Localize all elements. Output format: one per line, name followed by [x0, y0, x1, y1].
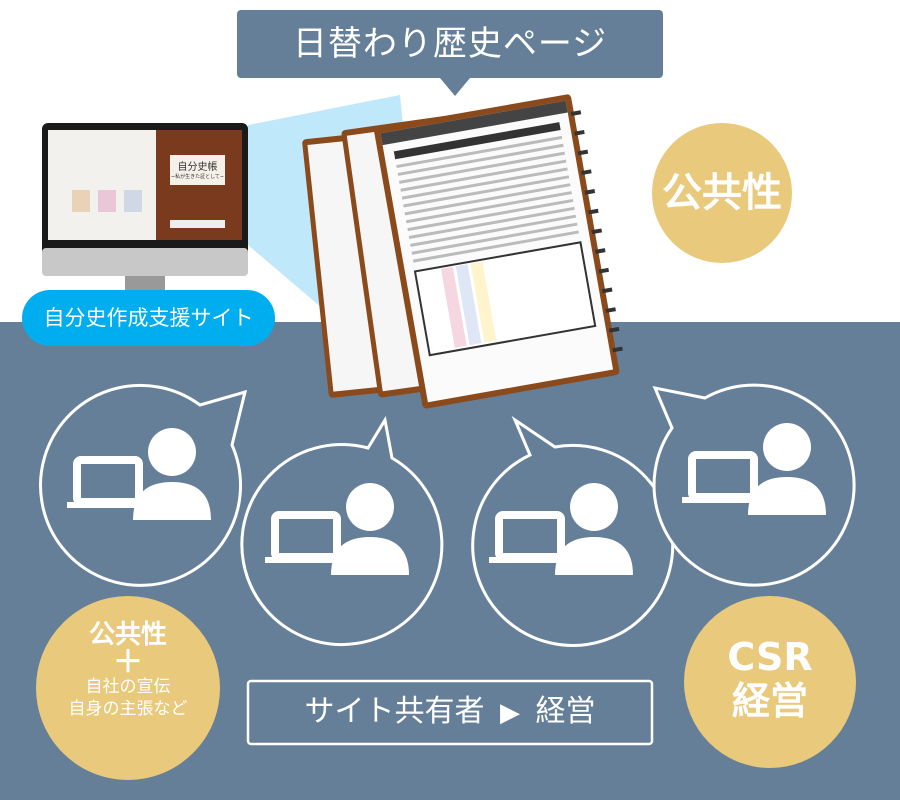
public-badge-text: 公共性: [662, 170, 782, 216]
flow-box-text: サイト共有者 ▶ 経営: [247, 680, 653, 744]
badge-line1: 自社の宣伝: [85, 677, 171, 697]
badge-line2: 自身の主張など: [68, 699, 188, 719]
book-cover-subtitle: ~私が生きた証として~: [170, 174, 225, 180]
flow-box: [246, 679, 654, 746]
bubble-2: [240, 415, 444, 646]
banner-title: 日替わり歴史ページ: [292, 24, 608, 64]
flow-left: サイト共有者: [304, 694, 485, 729]
user-computer-icons: [67, 423, 826, 575]
monitor-icon: [42, 123, 248, 290]
csr-badge-circle: [684, 596, 856, 768]
book-cover-title: 自分史帳: [177, 162, 218, 173]
site-pill: [22, 290, 275, 346]
flow-right: 経営: [535, 694, 596, 729]
user-computer-icon: [265, 483, 409, 575]
public-badge-circle: [652, 123, 792, 263]
csr-line2: 経営: [731, 679, 808, 723]
csr-badge: CSR 経営: [685, 635, 855, 723]
csr-line1: CSR: [727, 635, 813, 679]
badge-title: 公共性: [88, 620, 167, 650]
title-banner: [237, 10, 663, 96]
public-plus-badge-circle: [36, 596, 220, 780]
site-label: 自分史作成支援サイト: [43, 306, 254, 330]
badge-plus: ＋: [113, 645, 143, 680]
user-computer-icon: [489, 483, 633, 575]
public-plus-badge: 公共性 ＋ 自社の宣伝 自身の主張など: [38, 620, 218, 720]
book-cover: 自分史帳 ~私が生きた証として~: [170, 158, 225, 180]
play-arrow-icon: ▶: [500, 698, 520, 728]
bubble-3: [471, 415, 675, 647]
user-computer-icon: [67, 428, 211, 520]
history-pages-stack: [302, 94, 623, 409]
user-computer-icon: [682, 423, 826, 515]
